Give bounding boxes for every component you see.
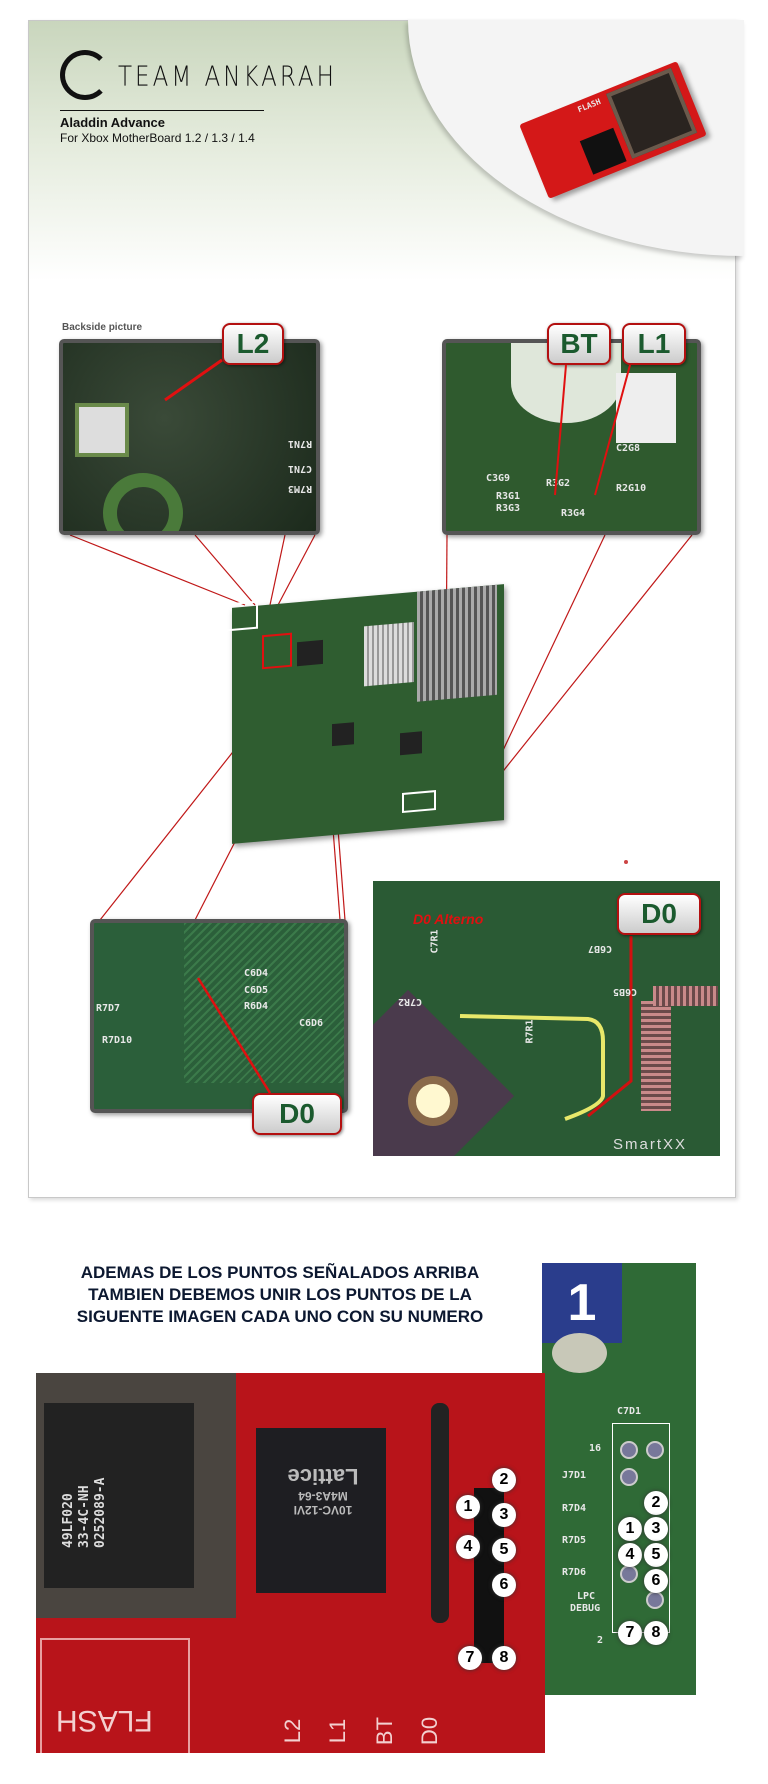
silk-label: 2 [597,1635,604,1646]
chip-text: 10VC-12VI [293,1503,353,1517]
brand-name: TEAM ANKARAH [118,61,337,93]
silk-label: J7D1 [562,1470,587,1481]
arrow-l2-icon [164,358,223,402]
tag-bt: BT [547,323,611,365]
pin-1: 1 [618,1517,642,1541]
silk-label: R7D6 [562,1567,587,1578]
pin-6: 6 [492,1573,516,1597]
silk-label: C7D1 [617,1406,642,1417]
pin-4: 4 [456,1535,480,1559]
silk-label: C6B7 [588,943,613,954]
instruction-line: SIGUENTE IMAGEN CADA UNO CON SU NUMERO [76,1307,484,1326]
silk-label: C2G8 [616,443,641,454]
tag-l1: L1 [622,323,686,365]
silk-label: C6D5 [244,985,269,996]
silk-label: R6D4 [244,1001,269,1012]
silk-label: C6B5 [613,986,638,997]
silk-l2: L2 [280,1718,306,1744]
chip-text: 0252089-A [93,1477,108,1548]
pin-6: 6 [644,1569,668,1593]
chip-text: Lattice [287,1464,359,1489]
silk-label: C6D4 [244,968,269,979]
step-badge: 1 [542,1263,622,1343]
backside-caption: Backside picture [62,322,143,333]
silk-label: R7D7 [96,1003,121,1014]
silk-label: DEBUG [570,1603,601,1614]
pin-7: 7 [618,1621,642,1645]
tag-d0-right: D0 [617,893,701,935]
arrows-bt-l1-icon [554,364,631,496]
silk-label: R3G1 [496,491,521,502]
tag-d0-left: D0 [252,1093,342,1135]
d0-photo-left: C6D4 C6D5 R6D4 C6D6 R7D7 R7D10 [90,919,348,1113]
silk-label: R2G10 [616,483,647,494]
pin-2: 2 [644,1491,668,1515]
pin-3: 3 [492,1503,516,1527]
flash-chip-markings: 49LF020 33-4C-NH 0252089-A [61,1458,201,1548]
silk-label: R3G4 [561,508,586,519]
aladdin-board-closeup: 49LF020 33-4C-NH 0252089-A 10VC-12VI M4A… [36,1373,545,1753]
arrow-d0-left-icon [196,977,272,1094]
silk-label: C7R1 [429,929,441,954]
silk-d0: D0 [417,1716,443,1746]
pin-1: 1 [456,1495,480,1519]
backside-l2-photo: R7N1 C7N1 R7M3 [59,339,320,535]
silk-label: R7D10 [102,1035,133,1046]
pin-4: 4 [618,1543,642,1567]
dot [624,860,628,864]
divider [60,110,264,111]
chip-text: 49LF020 [61,1493,76,1548]
d0-alterno-label: D0 Alterno [413,911,484,927]
pin-3: 3 [644,1517,668,1541]
tag-l2: L2 [222,323,284,365]
silk-label: R7D5 [562,1535,587,1546]
silk-label: C7R2 [398,996,423,1007]
silk-label: R3G3 [496,503,521,514]
bt-l1-photo: C3G9 R3G1 R3G3 R3G2 R3G4 R2G10 C2G8 [442,339,701,535]
product-title: Aladdin Advance [60,115,165,130]
silk-flash: FLASH [56,1704,153,1737]
silk-label: C3G9 [486,473,511,484]
instruction-line: ADEMAS DE LOS PUNTOS SEÑALADOS ARRIBA [80,1263,480,1282]
pin-5: 5 [492,1538,516,1562]
silk-bt: BT [372,1716,398,1746]
chip-text: 33-4C-NH [77,1485,92,1548]
team-ankarah-logo-icon [60,50,110,100]
silk-label: LPC [577,1591,596,1602]
silk-label: R3G2 [546,478,571,489]
instructions-text: ADEMAS DE LOS PUNTOS SEÑALADOS ARRIBA TA… [40,1262,520,1328]
cpld-markings: 10VC-12VI M4A3-64 Lattice [268,1463,378,1517]
pin-8: 8 [492,1646,516,1670]
yellow-wire-icon [459,936,633,1121]
lpc-header-photo: 1 C7D1 16 J7D1 R7D4 R7D5 R7D6 LPC DEBUG … [542,1263,696,1695]
silk-l1: L1 [325,1718,351,1744]
chip-text: M4A3-64 [298,1489,348,1503]
product-subtitle: For Xbox MotherBoard 1.2 / 1.3 / 1.4 [60,131,255,145]
pin-2: 2 [492,1468,516,1492]
pin-5: 5 [644,1543,668,1567]
pin-8: 8 [644,1621,668,1645]
silk-label: R7D4 [562,1503,587,1514]
pin-7: 7 [458,1646,482,1670]
silk-label: R7R1 [524,1019,536,1044]
smartxx-watermark: SmartXX [613,1136,688,1153]
silk-label: 16 [589,1443,602,1454]
silk-label: C6D6 [299,1018,324,1029]
instruction-line: TAMBIEN DEBEMOS UNIR LOS PUNTOS DE LA [88,1285,472,1304]
